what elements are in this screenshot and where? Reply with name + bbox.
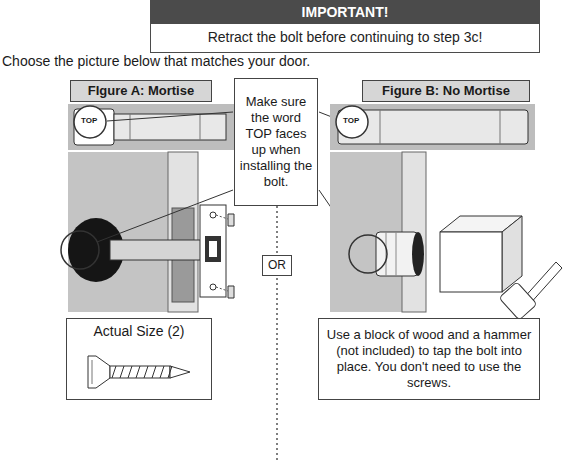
mortise-door (61, 231, 99, 269)
mortise-bolt-top-view (68, 104, 234, 150)
no-mortise-door (412, 232, 424, 276)
hammer (499, 262, 562, 320)
instruction-text: Choose the picture below that matches yo… (2, 54, 310, 69)
no-mortise-bolt-top-view (330, 104, 535, 150)
no-mortise-door (376, 232, 418, 276)
mortise-door (216, 287, 228, 291)
divider-line (276, 278, 278, 463)
banner-heading: IMPORTANT! (151, 1, 539, 24)
figure-title-box: Figure B: No Mortise (362, 80, 530, 102)
mortise-door (209, 241, 217, 257)
no-mortise-door (396, 232, 397, 276)
mortise-bolt-top-view (130, 114, 131, 140)
box-text: FIgure A: Mortise (73, 83, 209, 99)
box-text: Actual Size (2) (71, 323, 207, 340)
box-text: Make sure the word TOP faces up when ins… (239, 94, 313, 189)
note-box: Use a block of wood and a hammer (not in… (318, 318, 540, 400)
leader-line (97, 190, 233, 242)
mortise-door (205, 236, 221, 262)
wood-block (440, 232, 502, 292)
mortise-door (61, 152, 234, 312)
no-mortise-bolt-top-view (500, 110, 501, 144)
wood-block (440, 216, 522, 292)
mortise-bolt-top-view (68, 104, 234, 150)
mortise-bolt-top-view (114, 114, 226, 140)
leader-line (107, 112, 233, 121)
mortise-door (228, 286, 234, 298)
banner-text: Retract the bolt before continuing to st… (151, 24, 539, 51)
mortise-door (68, 152, 168, 312)
screw-actual-size (88, 356, 110, 388)
callout-box: Make sure the word TOP faces up when ins… (234, 78, 318, 206)
dotted-connector (276, 206, 278, 255)
screw-actual-size (170, 366, 190, 378)
mortise-bolt-top-view (200, 114, 201, 140)
mortise-door (200, 205, 226, 297)
hammer (499, 282, 537, 320)
top-marking: TOP (81, 117, 97, 126)
mortise-door (228, 214, 234, 226)
box-text: Use a block of wood and a hammer (not in… (325, 327, 533, 390)
warning-banner: IMPORTANT!Retract the bolt before contin… (150, 0, 540, 53)
figure-title-box: FIgure A: Mortise (70, 80, 212, 102)
screw-actual-size (66, 318, 212, 400)
mortise-bolt-top-view (74, 106, 106, 138)
no-mortise-bolt-top-view (330, 104, 535, 150)
mortise-door (216, 215, 228, 219)
mortise-door (210, 284, 216, 290)
no-mortise-bolt-top-view (336, 106, 368, 138)
mortise-door (168, 152, 198, 312)
box-text: Figure B: No Mortise (365, 83, 527, 99)
or-box: OR (262, 255, 292, 276)
screw-actual-size (92, 360, 93, 384)
no-mortise-bolt-top-view (380, 110, 381, 144)
screw-actual-size (66, 318, 212, 400)
mortise-door (110, 240, 202, 260)
top-marking: TOP (343, 117, 359, 126)
screw-actual-size (112, 366, 172, 378)
actual-size-box: Actual Size (2) (66, 318, 212, 400)
box-text: OR (265, 258, 289, 273)
mortise-door (210, 212, 216, 218)
no-mortise-door (330, 152, 426, 312)
no-mortise-door (349, 235, 387, 273)
wood-block (502, 216, 522, 292)
